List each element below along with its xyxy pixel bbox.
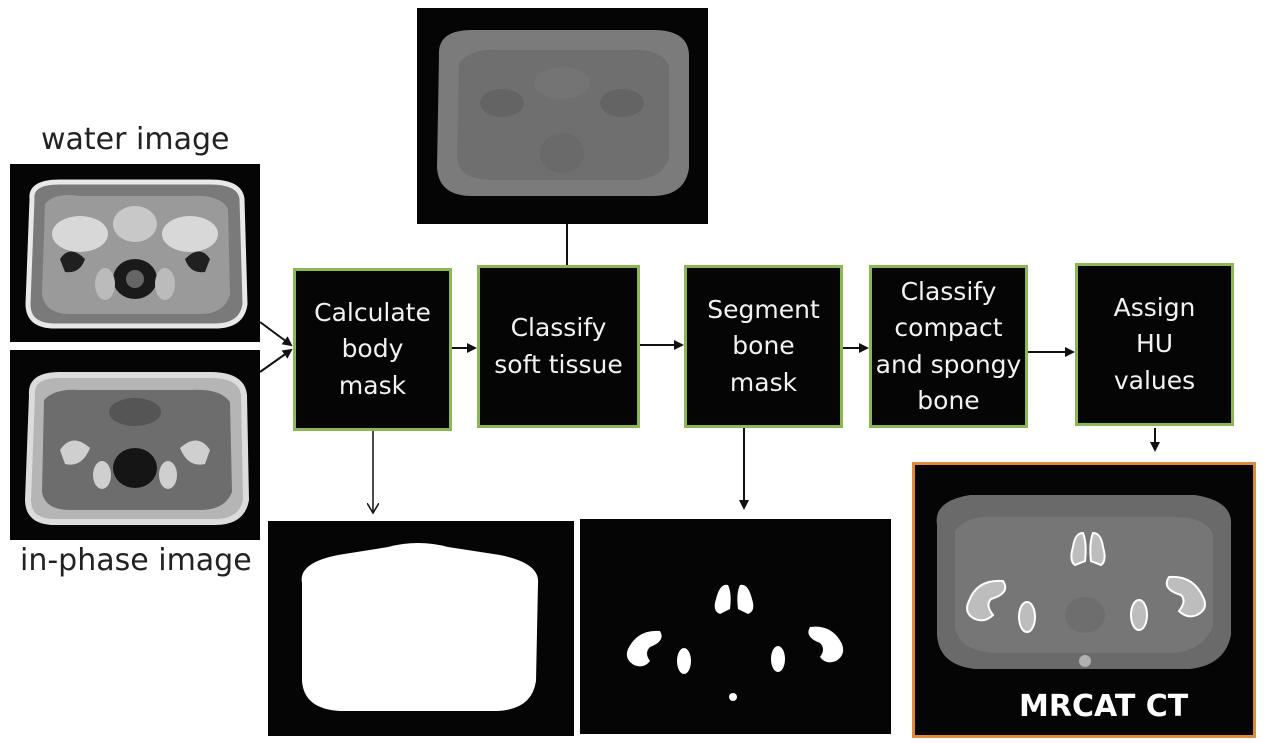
- arrow-inphase-to-body-mask: [260, 350, 291, 372]
- arrow-water-to-body-mask: [260, 322, 291, 345]
